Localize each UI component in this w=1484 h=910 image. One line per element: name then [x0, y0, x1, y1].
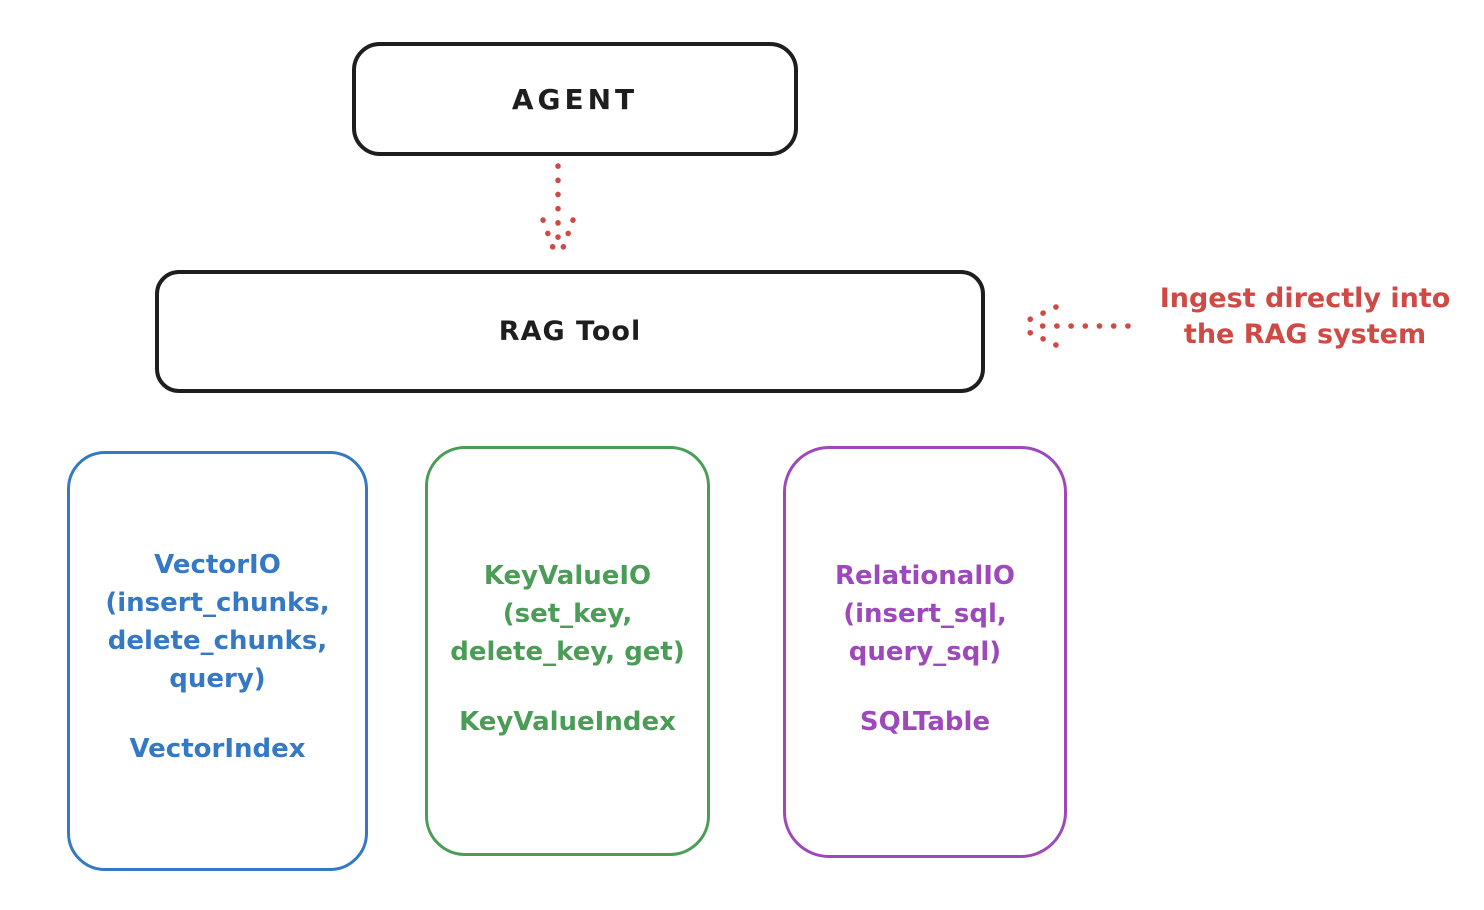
- relational-io-line: query_sql): [848, 637, 1002, 667]
- keyvalue-index-label: KeyValueIndex: [459, 707, 676, 737]
- ingest-annotation-line1: Ingest directly into: [1159, 283, 1451, 314]
- vector-io-line: VectorIO: [154, 550, 281, 580]
- backend-box-keyvalue-io: KeyValueIO (set_key, delete_key, get) Ke…: [425, 446, 710, 856]
- keyvalue-io-line: delete_key, get): [450, 637, 685, 667]
- keyvalue-io-signature: KeyValueIO (set_key, delete_key, get): [450, 557, 685, 671]
- arrow-annotation-to-rag: [1012, 300, 1134, 352]
- backend-box-vector-io: VectorIO (insert_chunks, delete_chunks, …: [67, 451, 368, 871]
- keyvalue-io-line: KeyValueIO: [483, 561, 652, 591]
- vector-io-signature: VectorIO (insert_chunks, delete_chunks, …: [105, 546, 329, 698]
- vector-index-label: VectorIndex: [129, 734, 306, 764]
- vector-io-line: delete_chunks,: [107, 626, 328, 656]
- arrow-agent-to-rag: [536, 160, 580, 266]
- relational-io-signature: RelationalIO (insert_sql, query_sql): [835, 557, 1015, 671]
- rag-tool-node: RAG Tool: [155, 270, 985, 393]
- ingest-annotation: Ingest directly into the RAG system: [1135, 281, 1475, 353]
- sql-table-label: SQLTable: [859, 707, 991, 737]
- keyvalue-io-line: (set_key,: [502, 599, 633, 629]
- dotted-left-arrow-icon: [1015, 304, 1131, 348]
- relational-io-line: RelationalIO: [834, 561, 1016, 591]
- dotted-down-arrow-icon: [540, 163, 576, 262]
- rag-tool-label: RAG Tool: [498, 316, 642, 347]
- vector-io-line: (insert_chunks,: [105, 588, 330, 618]
- agent-label: AGENT: [511, 82, 639, 116]
- backend-box-relational-io: RelationalIO (insert_sql, query_sql) SQL…: [783, 446, 1067, 858]
- vector-io-line: query): [169, 664, 266, 694]
- agent-node: AGENT: [352, 42, 798, 156]
- ingest-annotation-line2: the RAG system: [1183, 319, 1427, 350]
- relational-io-line: (insert_sql,: [843, 599, 1007, 629]
